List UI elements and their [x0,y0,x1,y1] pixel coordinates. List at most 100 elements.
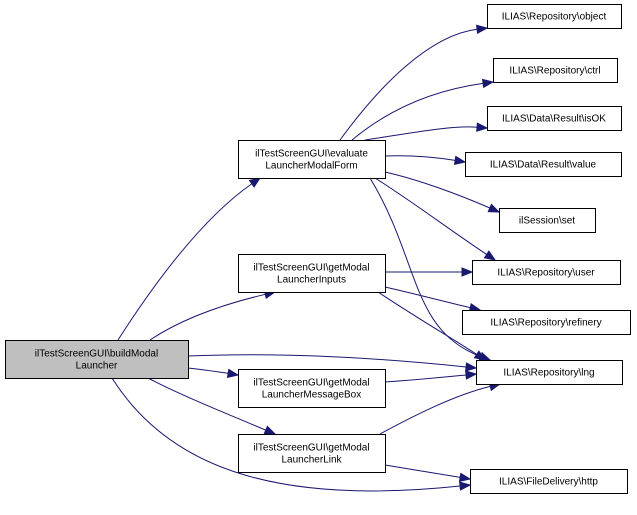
node-label: Launcher [76,361,118,372]
node-label: ilTestScreenGUI\evaluate [255,149,368,160]
edge-root-to-evaluate [117,177,262,341]
arrowhead-icon [459,481,472,491]
node-label: ilSession\set [519,216,575,227]
node-box[interactable] [470,469,628,494]
edge-root-to-inputs [149,289,277,341]
edge-evaluate-to-user [374,177,497,261]
node-msgbox[interactable]: ilTestScreenGUI\getModalLauncherMessageB… [238,369,386,408]
node-lng[interactable]: ILIAS\Repository\lng [476,360,623,385]
node-label: LauncherModalForm [265,161,357,172]
edge-root-to-link [147,377,277,435]
edge-line [187,354,467,368]
edge-line [149,293,266,341]
edge-line [364,126,478,141]
edge-line [379,385,491,435]
arrowhead-icon [465,362,478,372]
edge-evaluate-to-value [384,155,467,166]
edge-line [147,377,266,431]
node-box[interactable] [476,360,623,385]
node-object[interactable]: ILIAS\Repository\object [487,4,622,29]
node-label: ILIAS\FileDelivery\http [499,477,598,488]
edge-line [351,82,484,141]
edge-line [187,367,229,374]
edge-root-to-msgbox [187,367,240,378]
node-box[interactable] [238,254,386,293]
node-box[interactable] [465,152,622,177]
arrowhead-icon [453,155,467,166]
arrowhead-icon [473,350,487,361]
edge-line [339,28,478,141]
node-box[interactable] [462,310,631,335]
arrowhead-icon [263,425,277,435]
node-value[interactable]: ILIAS\Data\Result\value [465,152,622,177]
node-box[interactable] [5,340,189,379]
node-label: LauncherInputs [277,275,346,286]
arrowhead-icon [465,370,478,380]
node-ctrl[interactable]: ILIAS\Repository\ctrl [493,58,618,83]
node-evaluate[interactable]: ilTestScreenGUI\evaluateLauncherModalFor… [238,140,386,179]
node-box[interactable] [472,260,621,285]
node-label: ILIAS\Repository\object [502,12,607,23]
edge-evaluate-to-ctrl [351,78,495,141]
arrowhead-icon [226,368,240,378]
node-label: ILIAS\Data\Result\isOK [502,114,606,125]
node-user[interactable]: ILIAS\Repository\user [472,260,621,285]
node-label: ILIAS\Repository\ctrl [509,66,600,77]
edge-inputs-to-lng [377,291,487,361]
edge-line [117,183,253,341]
edge-line [377,291,477,355]
node-label: ILIAS\Repository\refinery [490,318,601,329]
node-set[interactable]: ilSession\set [499,208,596,233]
arrowhead-icon [248,177,262,188]
node-label: ILIAS\Repository\lng [503,368,594,379]
edge-line [111,377,461,492]
edge-inputs-to-refinery [384,286,482,313]
edge-line [384,286,471,309]
edge-link-to-lng [379,381,502,435]
edge-line [384,374,467,383]
node-http[interactable]: ILIAS\FileDelivery\http [470,469,628,494]
node-box[interactable] [499,208,596,233]
node-box[interactable] [238,369,386,408]
edges-layer [111,24,502,492]
node-label: ilTestScreenGUI\getModal [253,263,369,274]
edge-line [369,177,481,357]
node-isok[interactable]: ILIAS\Data\Result\isOK [487,106,622,131]
node-refinery[interactable]: ILIAS\Repository\refinery [462,310,631,335]
edge-evaluate-to-object [339,24,489,141]
arrowhead-icon [476,122,489,132]
edge-inputs-to-user [385,267,474,277]
edge-root-to-lng [187,354,478,372]
edge-msgbox-to-lng [384,370,478,383]
edge-line [384,464,461,478]
node-label: LauncherLink [281,455,342,466]
edge-link-to-http [384,464,472,482]
arrowhead-icon [481,78,495,89]
node-box[interactable] [493,58,618,83]
node-label: ilTestScreenGUI\getModal [253,443,369,454]
arrowhead-icon [476,24,489,34]
arrowhead-icon [487,203,501,213]
node-label: ilTestScreenGUI\buildModal [35,349,158,360]
arrowhead-icon [458,472,472,482]
node-label: LauncherMessageBox [262,390,362,401]
edge-line [384,171,491,209]
edge-root-to-http [111,377,472,492]
node-box[interactable] [238,434,386,473]
edge-evaluate-to-isok [364,122,489,141]
nodes-layer: ilTestScreenGUI\buildModalLauncherilTest… [5,4,631,494]
arrowhead-icon [483,250,497,261]
node-box[interactable] [487,4,622,29]
edge-line [384,155,456,161]
node-box[interactable] [487,106,622,131]
edge-line [374,177,487,255]
node-label: ilTestScreenGUI\getModal [253,378,369,389]
arrowhead-icon [461,267,474,277]
node-box[interactable] [238,140,386,179]
edge-evaluate-to-set [384,171,501,213]
node-label: ILIAS\Data\Result\value [490,160,597,171]
